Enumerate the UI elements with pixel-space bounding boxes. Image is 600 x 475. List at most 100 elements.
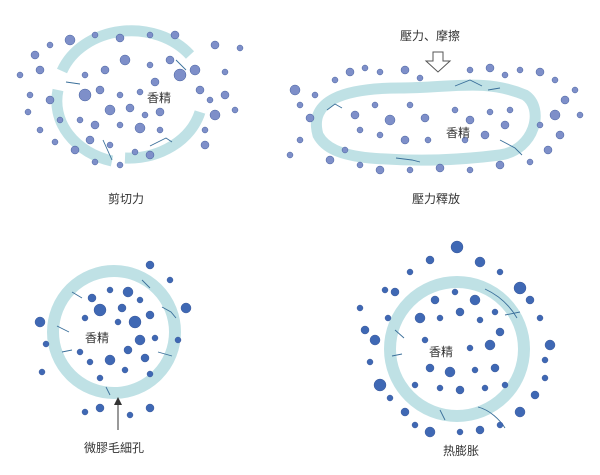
particle [481,384,489,392]
particle [140,353,150,363]
particle [555,130,565,140]
particle [174,336,182,344]
particle [106,141,114,149]
particle [466,66,474,74]
particle [136,296,144,304]
particle [46,41,54,49]
capillary-particles [34,260,192,419]
particle [356,304,364,312]
particle [131,148,139,156]
particle [430,295,440,305]
particle [411,421,419,429]
particle [414,312,426,324]
particle [341,146,349,154]
particle [56,116,64,124]
particle [376,68,384,76]
particle [95,403,105,413]
shear-cracks [65,59,187,161]
particle [156,126,164,134]
particle [81,408,89,416]
particle [406,268,414,276]
thermal-cracks [391,288,521,429]
particle [500,120,510,130]
particle [289,84,301,96]
particle [93,303,107,317]
particle [541,356,549,364]
particle [81,71,89,79]
capillary-inner-label: 香精 [85,331,109,345]
particle [356,161,364,169]
particle [491,308,499,316]
particle [381,286,389,294]
particle [526,158,534,166]
particle [90,120,100,130]
particle [411,381,419,389]
particle [461,136,469,144]
particle [469,294,481,306]
particle [42,340,50,348]
particle [465,115,475,125]
panel-thermal: 香精 热膨胀 [356,240,556,458]
particle [180,302,192,314]
particle [85,135,95,145]
particle [450,240,464,254]
particle [45,95,55,105]
particle [125,103,135,113]
particle [38,368,46,376]
particle [384,114,396,126]
panel-capillary: 香精 微膠毛細孔 [34,260,192,455]
particle [444,366,456,378]
particle [331,76,339,84]
particle [560,95,570,105]
particle [170,30,180,40]
particle [551,76,559,84]
particle [146,31,154,39]
particle [376,131,384,139]
particle [350,110,360,120]
particle [576,111,584,119]
particle [119,54,131,66]
pressure-arrow [424,51,452,73]
particle [420,113,430,123]
particle [100,65,110,75]
particle [30,50,40,60]
particle [76,348,84,356]
particle [155,107,165,117]
particle [200,140,210,150]
particle [535,67,545,77]
particle [506,106,514,114]
particle [544,339,556,351]
particle [145,310,155,320]
particle [406,101,414,109]
pressure-caption: 壓力釋放 [412,191,460,206]
particle [122,286,134,298]
shear-caption: 剪切力 [108,191,144,206]
particle [86,358,94,366]
particle [525,295,535,305]
particle [536,121,544,129]
particle [34,316,46,328]
panel-shear: 香精 剪切力 [16,25,244,206]
particle [513,281,527,295]
thermal-shell [384,276,530,422]
particle [231,106,239,114]
particle [221,68,229,76]
particle [210,40,220,50]
shear-shell [51,25,206,167]
particle [64,34,76,46]
particle [173,68,187,82]
particle [400,65,410,75]
particle [78,88,92,102]
particle [384,314,392,322]
particle [91,158,99,166]
particle [495,327,505,337]
particle [549,109,561,121]
particle [436,314,444,322]
particle [145,260,155,270]
particle [501,381,509,389]
particle [104,104,116,116]
particle [117,303,127,313]
particle [475,425,485,435]
particle [150,77,160,87]
